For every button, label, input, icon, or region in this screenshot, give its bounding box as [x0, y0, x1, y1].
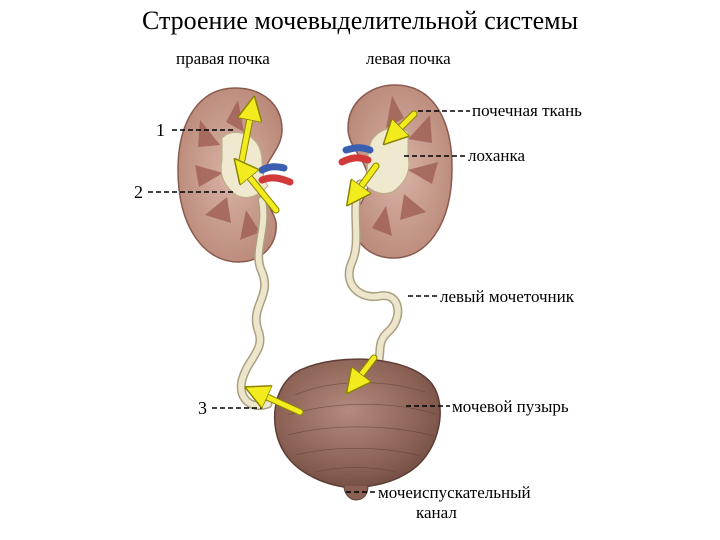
- marker-1: 1: [156, 120, 165, 140]
- right-kidney: [177, 87, 294, 263]
- pelvis-label: лоханка: [468, 146, 526, 165]
- ureters: [236, 179, 403, 410]
- left-ureter-label: левый мочеточник: [440, 287, 575, 306]
- marker-3: 3: [198, 398, 207, 418]
- bladder-label: мочевой пузырь: [452, 397, 569, 416]
- right-kidney-label: правая почка: [176, 49, 270, 68]
- kidney-tissue-label: почечная ткань: [472, 101, 582, 120]
- page-title: Строение мочевыделительной системы: [141, 6, 579, 35]
- leader-lines: [148, 110, 470, 493]
- flow-arrows: [242, 108, 418, 416]
- urethra-label-line1: мочеиспускательный: [378, 483, 531, 502]
- left-kidney-label: левая почка: [366, 49, 451, 68]
- marker-2: 2: [134, 182, 143, 202]
- urethra-label-line2: канал: [416, 503, 457, 522]
